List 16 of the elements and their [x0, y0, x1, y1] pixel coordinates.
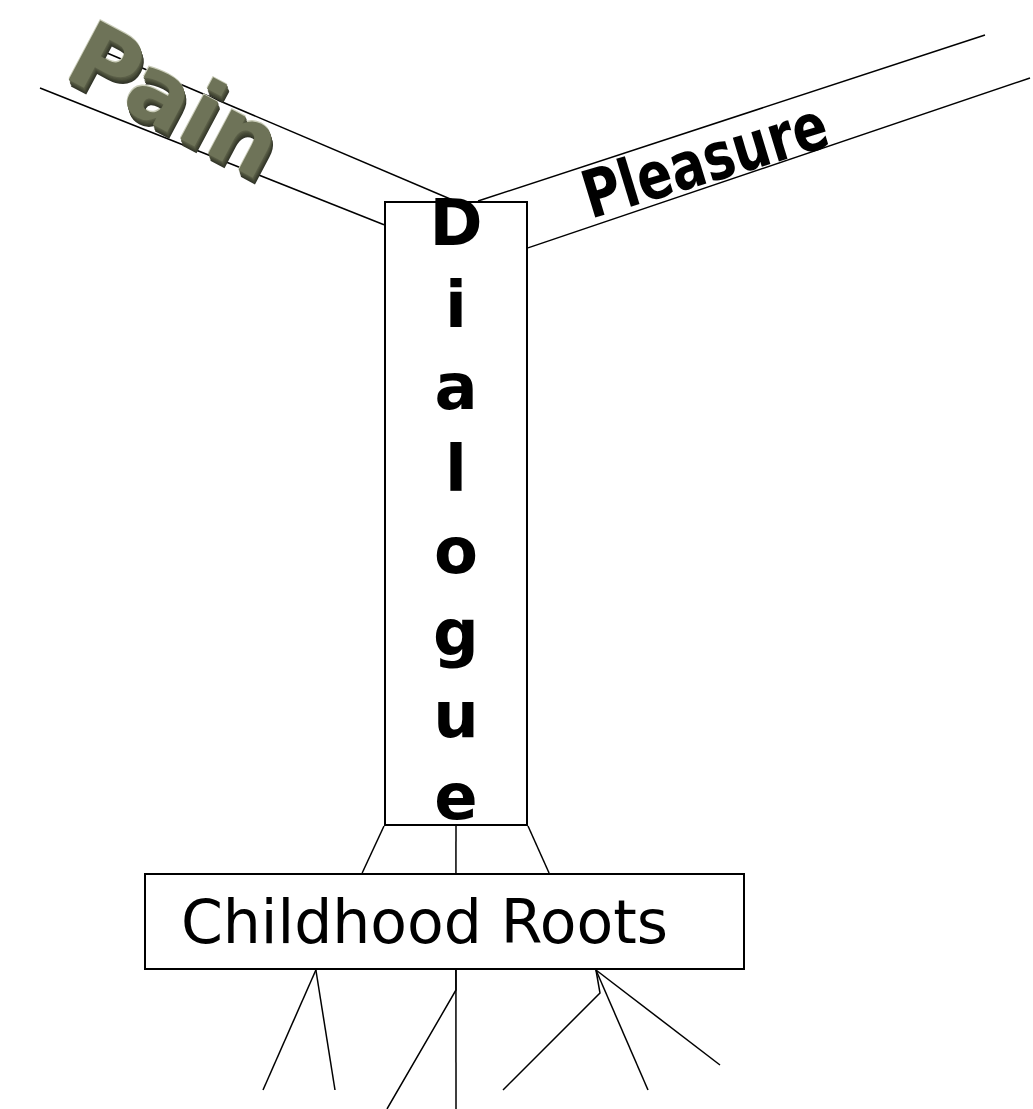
- box-title: Childhood Roots: [180, 886, 669, 957]
- branch-line: [595, 969, 721, 1066]
- branch-line: [595, 969, 649, 1091]
- branch-line: [39, 87, 385, 226]
- edge-label: Pleasure: [572, 86, 837, 234]
- branch-line: [386, 969, 457, 1109]
- branch-line: [477, 34, 986, 202]
- connector-line: [455, 825, 457, 874]
- vertical-title: Dialogue: [419, 185, 493, 842]
- connector-line: [527, 825, 550, 874]
- branch-line: [262, 969, 317, 1091]
- branch-line: [502, 969, 601, 1091]
- connector-line: [361, 825, 385, 874]
- branch-line: [315, 969, 336, 1091]
- branch-line: [527, 77, 1031, 249]
- label-box: [144, 873, 745, 970]
